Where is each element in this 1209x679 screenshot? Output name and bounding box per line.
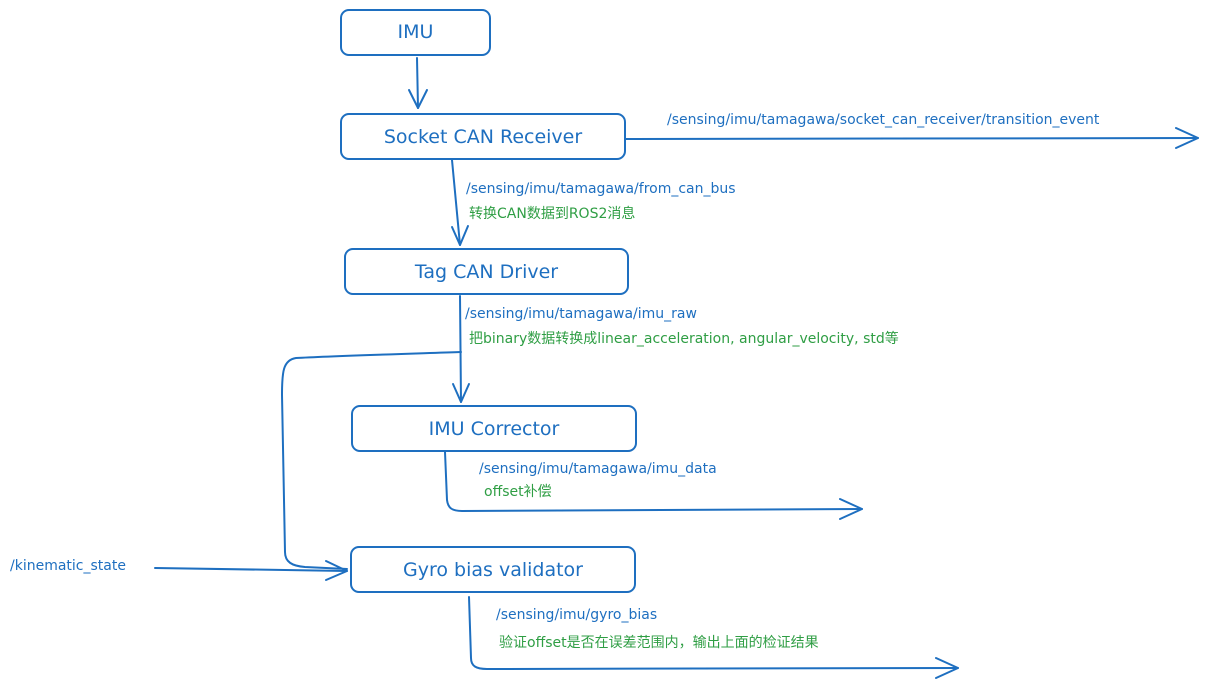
topic-imu-raw: /sensing/imu/tamagawa/imu_raw: [465, 306, 697, 322]
topic-gyro-bias: /sensing/imu/gyro_bias: [496, 607, 657, 623]
edge-kinematic-state-to-gyro-bias-validator: [154, 560, 348, 581]
note-imu-raw: 把binary数据转换成linear_acceleration, angular…: [469, 330, 899, 347]
edge-imu-to-socket-can-receiver: [408, 57, 428, 109]
topic-transition-event: /sensing/imu/tamagawa/socket_can_receive…: [667, 112, 1100, 128]
topic-kinematic-state: /kinematic_state: [10, 558, 126, 574]
node-imu: IMU: [340, 9, 491, 56]
node-tag-can-driver: Tag CAN Driver: [344, 248, 629, 295]
edge-imu-corrector-to-imu-data: [444, 451, 863, 520]
node-imu-corrector-label: IMU Corrector: [429, 418, 560, 440]
note-imu-data: offset补偿: [484, 484, 552, 500]
node-socket-can-receiver: Socket CAN Receiver: [340, 113, 626, 160]
edge-socket-can-receiver-to-transition-event: [625, 127, 1199, 149]
node-gyro-bias-validator-label: Gyro bias validator: [403, 559, 583, 581]
topic-imu-data: /sensing/imu/tamagawa/imu_data: [479, 461, 717, 477]
note-gyro-bias: 验证offset是否在误差范围内，输出上面的检证结果: [499, 634, 819, 651]
edge-tag-can-driver-to-imu-corrector: [452, 295, 470, 403]
node-imu-corrector: IMU Corrector: [351, 405, 637, 452]
node-imu-label: IMU: [398, 21, 434, 43]
node-socket-can-receiver-label: Socket CAN Receiver: [384, 126, 583, 148]
note-from-can-bus: 转换CAN数据到ROS2消息: [469, 205, 635, 222]
node-tag-can-driver-label: Tag CAN Driver: [414, 261, 558, 283]
edge-gyro-bias-validator-to-gyro-bias: [468, 596, 959, 679]
edge-socket-can-receiver-to-tag-can-driver: [451, 159, 469, 246]
edge-imu-raw-to-gyro-bias-validator: [281, 351, 462, 570]
node-gyro-bias-validator: Gyro bias validator: [350, 546, 636, 593]
topic-from-can-bus: /sensing/imu/tamagawa/from_can_bus: [466, 181, 736, 197]
